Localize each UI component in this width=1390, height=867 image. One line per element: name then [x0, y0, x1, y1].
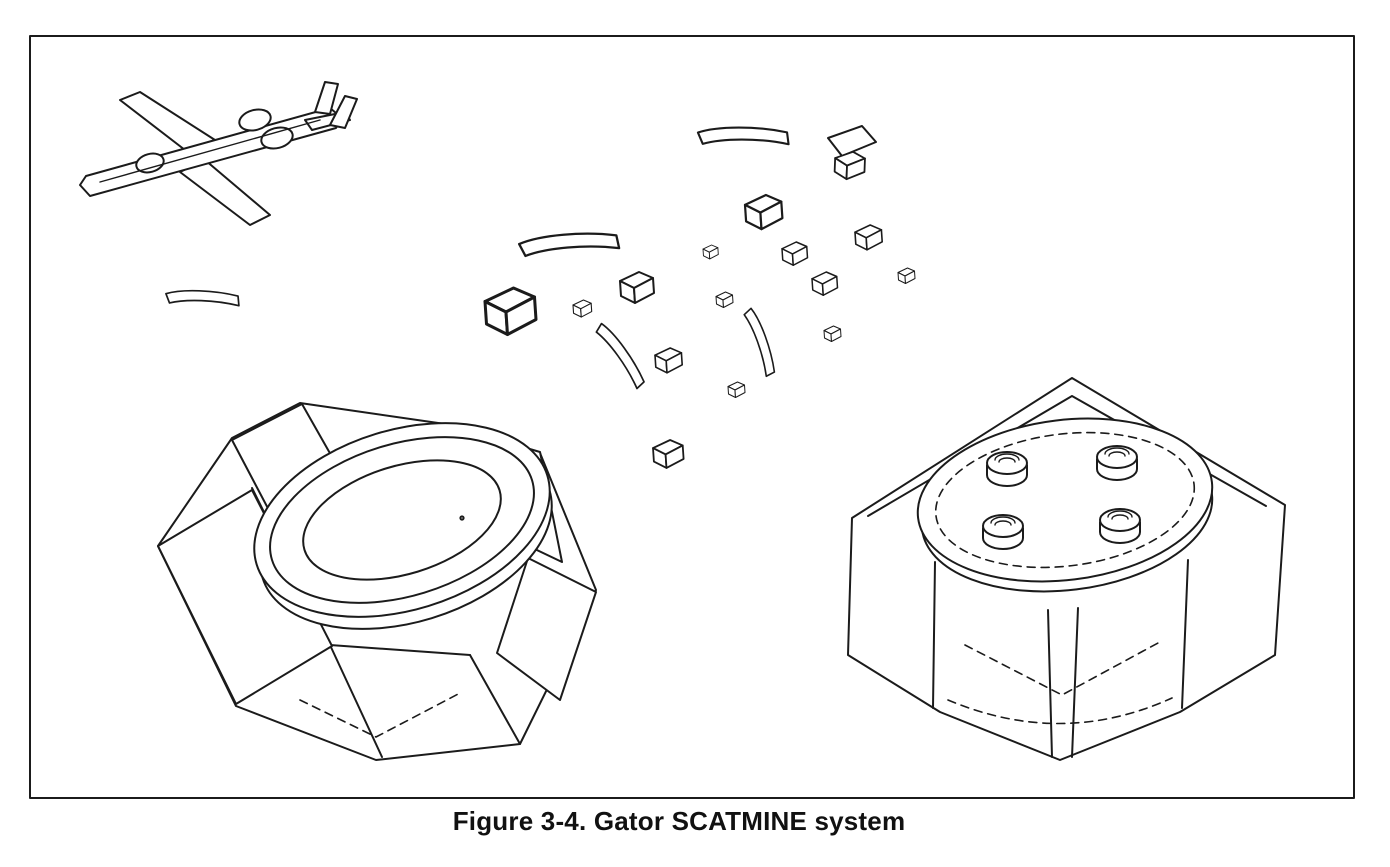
figure-border — [29, 35, 1355, 799]
dispenser-skin-strip — [517, 228, 621, 262]
submunition-cube — [483, 286, 538, 336]
submunition-cube — [619, 271, 655, 304]
hidden-edge — [964, 642, 1159, 696]
submunition-cube — [832, 149, 868, 182]
hidden-edge — [947, 697, 1173, 725]
fold-line — [932, 561, 936, 709]
fold-line — [329, 644, 471, 656]
submunition-cube — [823, 325, 842, 342]
submunition-cube — [572, 299, 593, 318]
submunition-cube — [715, 291, 734, 308]
hidden-edge — [299, 691, 463, 738]
falling-dispenser-skin — [163, 282, 242, 316]
aircraft-engine-right — [260, 126, 294, 150]
fold-line — [1047, 609, 1053, 758]
aircraft-tail-fin-left — [314, 81, 339, 115]
dispenser-mine-right-illustration — [847, 377, 1286, 761]
submunition-cube — [743, 193, 784, 231]
submunition-cube — [654, 347, 684, 374]
mine-body-mark — [459, 515, 465, 521]
dispenser-skin-strip — [742, 305, 777, 379]
submunition-cube — [652, 439, 685, 469]
dispenser-open-left-illustration — [157, 402, 597, 761]
fuze-well-cylinder — [1096, 445, 1138, 481]
fold-line — [469, 654, 521, 745]
dispenser-skin-strip — [695, 118, 792, 157]
aircraft-panel-line — [99, 119, 321, 183]
mine-top-inner-circle — [934, 431, 1196, 569]
dispenser-flap-right — [496, 557, 597, 701]
aircraft-engine-left — [238, 108, 272, 132]
aircraft-illustration — [79, 81, 358, 316]
aircraft-canopy — [135, 152, 165, 174]
fold-line — [1071, 607, 1079, 758]
dispenser-flap-left — [157, 489, 333, 705]
submunition-cube — [781, 241, 809, 266]
fuze-well-cylinder — [1099, 508, 1141, 544]
aircraft-far-wing — [119, 91, 216, 151]
fold-line — [329, 644, 383, 758]
submunition-cube — [811, 271, 839, 296]
submunition-with-drag-ribbon — [827, 125, 877, 182]
fuze-well-cylinder — [986, 451, 1028, 487]
submunition-scatter-illustration — [483, 118, 916, 469]
fuze-well-cylinder — [982, 514, 1024, 550]
figure-caption: Figure 3-4. Gator SCATMINE system — [452, 806, 906, 836]
fold-line — [1181, 559, 1189, 709]
aircraft-near-wing — [179, 159, 271, 226]
mine-body-center — [302, 459, 502, 581]
submunition-cube — [854, 224, 884, 251]
submunition-cube — [727, 381, 746, 398]
drag-ribbon — [827, 125, 877, 157]
submunition-cube — [897, 267, 916, 284]
aircraft-tail-fin-right — [329, 95, 358, 129]
submunition-cube — [702, 244, 719, 260]
dispenser-skin-strip — [593, 317, 647, 394]
